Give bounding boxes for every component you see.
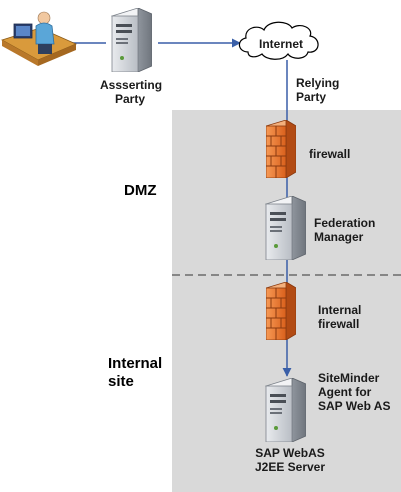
firewall-icon bbox=[266, 120, 296, 178]
siteminder-agent-label: SiteMinder Agent for SAP Web AS bbox=[318, 371, 391, 413]
sap-server-label: SAP WebAS J2EE Server bbox=[254, 446, 326, 474]
zone-label-internal-site: Internal site bbox=[108, 355, 163, 390]
federation-manager-label: Federation Manager bbox=[314, 216, 376, 244]
firewall-icon bbox=[266, 282, 296, 340]
user-at-desk-icon bbox=[0, 11, 78, 66]
relying-party-label: Relying Party bbox=[296, 76, 340, 104]
internet-label: Internet bbox=[258, 37, 303, 51]
cloud-icon bbox=[238, 21, 319, 60]
server-icon bbox=[265, 196, 306, 260]
firewall-label: firewall bbox=[309, 147, 351, 161]
server-icon bbox=[265, 378, 306, 442]
server-icon bbox=[111, 8, 152, 72]
asserting-party-label: Assserting Party bbox=[100, 78, 163, 106]
internal-firewall-label: Internal firewall bbox=[318, 303, 362, 331]
zone-label-dmz: DMZ bbox=[124, 182, 157, 199]
